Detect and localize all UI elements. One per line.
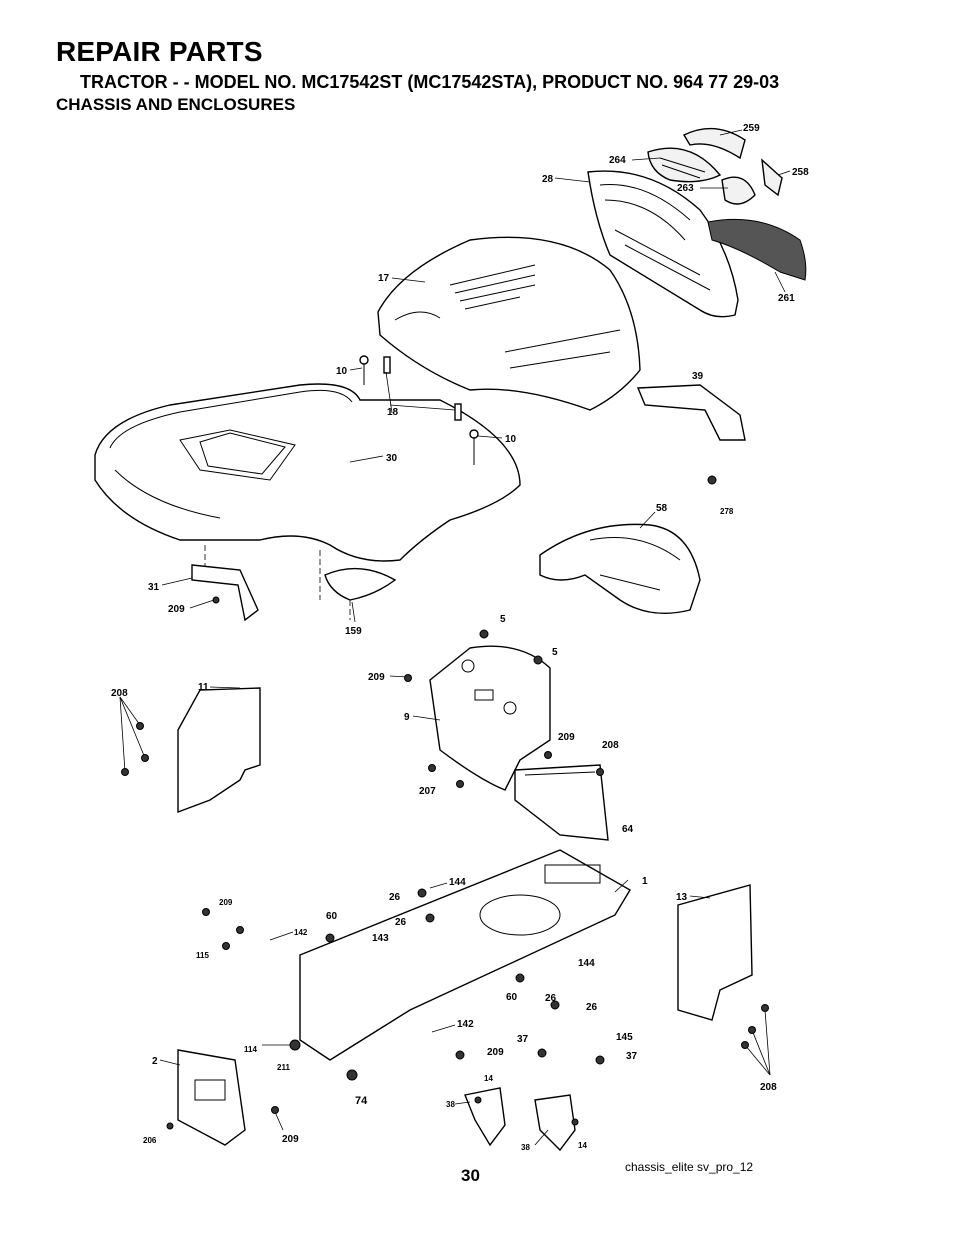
callout-label: 26	[389, 892, 401, 903]
headlight-263	[721, 176, 756, 205]
callout-label: 14	[578, 1141, 587, 1150]
callout-label: 60	[506, 992, 518, 1003]
callout-label: 209	[368, 672, 385, 683]
callout-label: 209	[487, 1047, 504, 1058]
bracket-39	[636, 384, 746, 441]
callout-label: 38	[521, 1143, 530, 1152]
callout-label: 258	[792, 167, 809, 178]
callout-label: 38	[446, 1100, 455, 1109]
callout-label: 208	[602, 740, 619, 751]
callout-label: 261	[778, 293, 795, 304]
callout-label: 209	[168, 604, 185, 615]
callout-label: 39	[692, 371, 704, 382]
headlight-264	[647, 147, 722, 183]
callout-label: 264	[609, 155, 626, 166]
callout-label: 17	[378, 273, 390, 284]
panel-11	[177, 687, 261, 814]
callout-label: 31	[148, 582, 160, 593]
callout-label: 13	[676, 892, 688, 903]
section-title: CHASSIS AND ENCLOSURES	[56, 95, 296, 114]
page-number: 30	[461, 1166, 480, 1185]
callout-label: 64	[622, 824, 634, 835]
screw-278	[707, 475, 717, 485]
callout-label: 18	[387, 407, 399, 418]
callout-label: 142	[294, 928, 308, 937]
cupholder-159	[324, 567, 397, 620]
callout-label: 145	[616, 1032, 633, 1043]
hardware-bolts	[121, 674, 769, 1130]
callout-label: 26	[545, 993, 557, 1004]
bolt-10-upper	[359, 355, 369, 385]
callout-label: 74	[355, 1095, 368, 1107]
callout-label: 208	[111, 688, 128, 699]
side-panel-13	[677, 884, 753, 1021]
callout-label: 209	[219, 898, 233, 907]
callout-labels: 259 264 258 28 263 261 17 10 18 39 10 30…	[111, 123, 809, 1152]
callout-label: 37	[517, 1034, 529, 1045]
callout-label: 211	[277, 1063, 290, 1072]
callout-label: 58	[656, 503, 668, 514]
leader-lines	[119, 129, 791, 1146]
callout-label: 11	[198, 682, 209, 693]
callout-label: 114	[244, 1045, 257, 1054]
page-subtitle: TRACTOR - - MODEL NO. MC17542ST (MC17542…	[80, 72, 780, 92]
front-bracket-2	[177, 1049, 246, 1146]
hood-28	[587, 170, 739, 318]
callout-label: 10	[505, 434, 517, 445]
callout-label: 144	[449, 877, 466, 888]
clip-18	[383, 356, 462, 421]
callout-label: 30	[386, 453, 398, 464]
callout-label: 60	[326, 911, 338, 922]
grille-insert-259	[683, 127, 746, 160]
callout-label: 5	[552, 647, 558, 658]
lens-258	[761, 158, 783, 197]
callout-label: 26	[586, 1002, 598, 1013]
callout-label: 209	[282, 1134, 299, 1145]
callout-label: 14	[484, 1074, 493, 1083]
callout-label: 259	[743, 123, 760, 134]
callout-label: 144	[578, 958, 595, 969]
fender-30	[94, 383, 521, 600]
callout-label: 37	[626, 1051, 638, 1062]
console-58	[539, 523, 701, 615]
callout-label: 208	[760, 1082, 777, 1093]
callout-label: 28	[542, 174, 554, 185]
grille-261	[707, 218, 807, 281]
dash-panel-9	[429, 629, 551, 791]
callout-label: 159	[345, 626, 362, 637]
frame-1	[299, 849, 631, 1061]
callout-label: 10	[336, 366, 348, 377]
page-title: REPAIR PARTS	[56, 36, 263, 67]
callout-label: 263	[677, 183, 694, 194]
callout-label: 9	[404, 712, 410, 723]
dash-17	[377, 236, 641, 411]
callout-label: 115	[196, 951, 209, 960]
callout-label: 206	[143, 1136, 157, 1145]
callout-label: 2	[152, 1056, 158, 1067]
callout-label: 278	[720, 507, 734, 516]
brackets-38	[464, 1087, 576, 1152]
callout-label: 142	[457, 1019, 474, 1030]
bracket-64	[514, 764, 609, 841]
callout-label: 1	[642, 876, 648, 887]
callout-label: 5	[500, 614, 506, 625]
bracket-31	[191, 564, 259, 622]
callout-label: 26	[395, 917, 407, 928]
drawing-code: chassis_elite sv_pro_12	[625, 1160, 754, 1174]
callout-label: 143	[372, 933, 389, 944]
bolt-10-lower	[469, 429, 479, 465]
callout-label: 207	[419, 786, 436, 797]
callout-label: 209	[558, 732, 575, 743]
